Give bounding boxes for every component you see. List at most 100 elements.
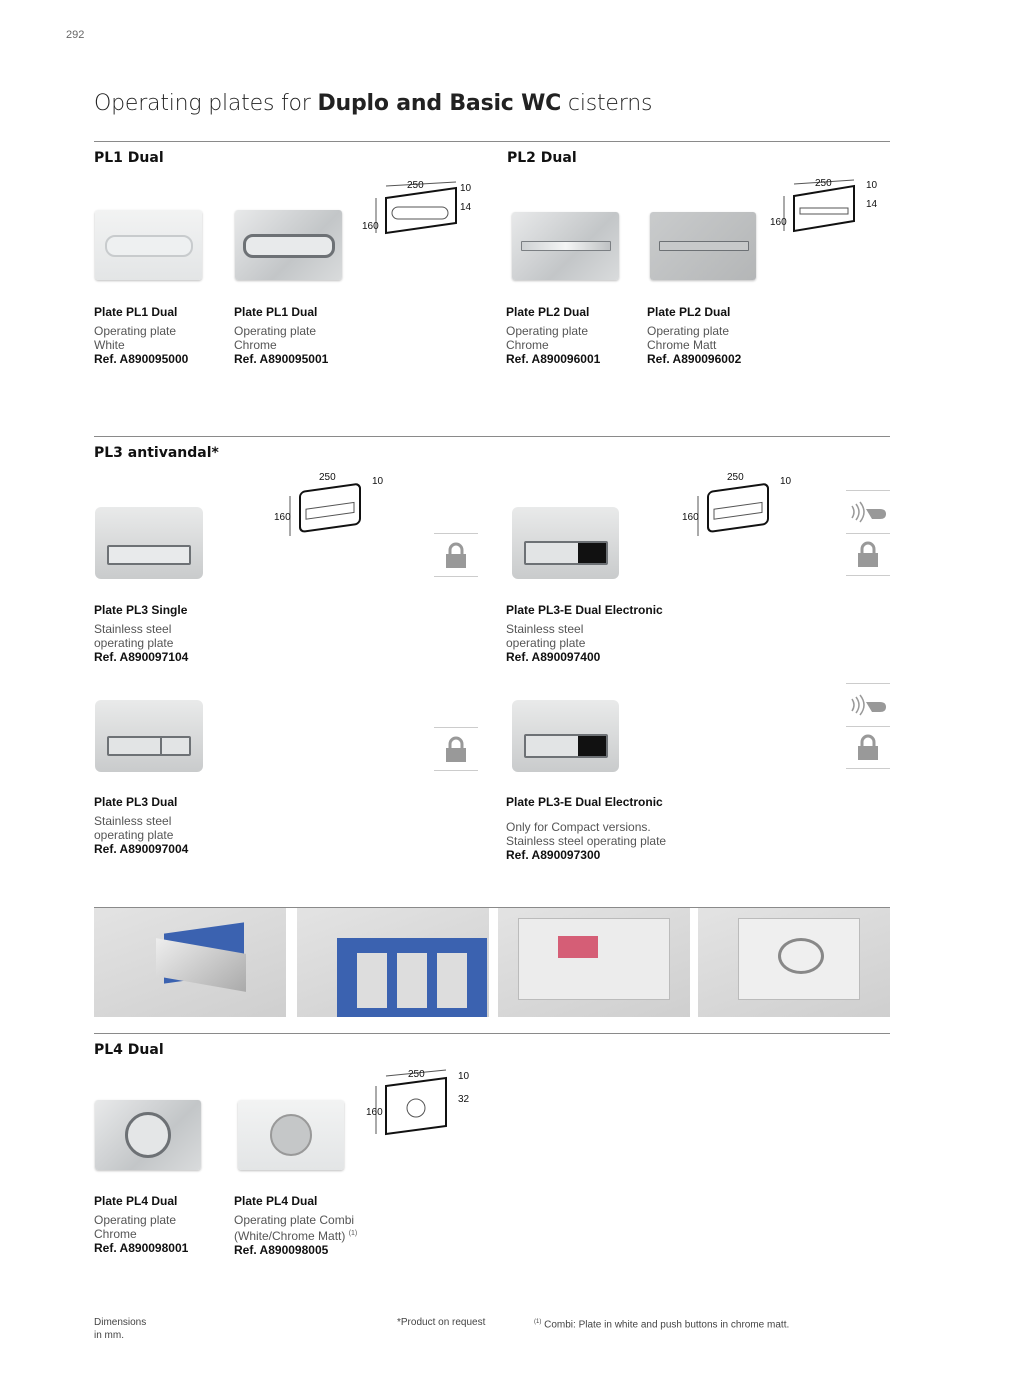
product-name: Plate PL3-E Dual Electronic: [506, 603, 663, 617]
padlock-icon: [846, 726, 890, 769]
dim-depth: 10: [460, 183, 472, 194]
footnote-text: Combi: Plate in white and push buttons i…: [541, 1319, 790, 1331]
footer-request-note: *Product on request: [397, 1317, 486, 1328]
product-finish: (White/Chrome Matt) (1): [234, 1227, 357, 1243]
product-finish: Chrome: [506, 338, 549, 352]
product-desc: Operating plate: [94, 324, 177, 338]
product-name: Plate PL4 Dual: [94, 1194, 178, 1208]
product-ref: Ref. A890097104: [94, 650, 189, 664]
footer-dimensions-note: Dimensions in mm.: [94, 1316, 146, 1342]
section-heading-pl1: PL1 Dual: [94, 150, 164, 166]
footer-dimensions-unit: in mm.: [94, 1330, 124, 1341]
dim-button: 14: [460, 202, 472, 213]
dim-depth: 10: [372, 476, 384, 487]
dim-depth: 10: [780, 476, 792, 487]
product-image-pl3-single: [95, 507, 203, 579]
product-name: Plate PL3-E Dual Electronic: [506, 795, 663, 809]
padlock-icon: [434, 727, 478, 771]
product-ref: Ref. A890096002: [647, 352, 742, 366]
product-name: Plate PL3 Single: [94, 603, 188, 617]
divider: [94, 436, 890, 437]
product-ref: Ref. A890095000: [94, 352, 189, 366]
dim-width: 250: [727, 472, 744, 483]
product-ref: Ref. A890098001: [94, 1241, 189, 1255]
installation-photo-4: [698, 908, 890, 1017]
page-title: Operating plates for Duplo and Basic WC …: [94, 91, 652, 116]
product-image-pl2-matt: [650, 212, 756, 280]
product-finish: Chrome Matt: [647, 338, 717, 352]
dimension-diagram-pl2: 250 160 10 14: [770, 178, 878, 233]
product-name: Plate PL1 Dual: [94, 305, 178, 319]
dimension-diagram-pl1: 250 160 10 14: [362, 180, 472, 235]
product-ref: Ref. A890097300: [506, 848, 601, 862]
dimension-diagram-pl3e: 250 160 10: [682, 472, 792, 536]
footer-combi-note: (1) Combi: Plate in white and push butto…: [534, 1316, 789, 1331]
sensor-hand-icon: [846, 490, 890, 534]
product-image-pl3e-compact: [512, 700, 619, 772]
product-image-pl4-chrome: [95, 1100, 201, 1170]
product-desc: Operating plate: [94, 1213, 177, 1227]
product-desc-2: operating plate: [94, 828, 174, 842]
product-finish: Chrome: [94, 1227, 137, 1241]
product-ref: Ref. A890096001: [506, 352, 601, 366]
dim-width: 250: [407, 180, 424, 191]
product-finish: White: [94, 338, 125, 352]
product-name: Plate PL2 Dual: [647, 305, 731, 319]
product-image-pl3e: [512, 507, 619, 579]
divider: [94, 907, 890, 908]
divider: [94, 141, 890, 142]
section-heading-pl2: PL2 Dual: [507, 150, 577, 166]
title-bold: Duplo and Basic WC: [317, 91, 562, 116]
dim-width: 250: [815, 178, 832, 189]
product-image-pl4-combi: [238, 1100, 344, 1170]
product-desc: Stainless steel: [94, 622, 172, 636]
section-heading-pl3: PL3 antivandal*: [94, 445, 219, 461]
dim-height: 160: [362, 221, 379, 232]
padlock-icon: [846, 533, 890, 576]
dim-depth: 10: [866, 180, 878, 191]
product-desc-2: operating plate: [94, 636, 174, 650]
section-heading-pl4: PL4 Dual: [94, 1042, 164, 1058]
product-desc: Operating plate: [506, 324, 589, 338]
dim-height: 160: [366, 1107, 383, 1118]
product-desc: Operating plate Combi: [234, 1213, 355, 1227]
page-number: 292: [66, 29, 85, 41]
product-desc-2: operating plate: [506, 636, 586, 650]
product-finish: Chrome: [234, 338, 277, 352]
product-ref: Ref. A890095001: [234, 352, 329, 366]
product-image-pl3-dual: [95, 700, 203, 772]
dim-depth: 10: [458, 1071, 470, 1082]
title-suffix: cisterns: [561, 91, 653, 116]
dim-height: 160: [770, 217, 787, 228]
product-desc: Stainless steel: [506, 622, 584, 636]
product-name: Plate PL2 Dual: [506, 305, 590, 319]
footer-dimensions: Dimensions: [94, 1317, 147, 1328]
product-desc-2: Stainless steel operating plate: [506, 834, 667, 848]
dim-button: 14: [866, 199, 878, 210]
product-ref: Ref. A890098005: [234, 1243, 329, 1257]
dim-width: 250: [408, 1069, 425, 1080]
product-ref: Ref. A890097004: [94, 842, 189, 856]
dim-button: 32: [458, 1094, 470, 1105]
product-name: Plate PL4 Dual: [234, 1194, 318, 1208]
dim-width: 250: [319, 472, 336, 483]
product-ref: Ref. A890097400: [506, 650, 601, 664]
product-desc: Stainless steel: [94, 814, 172, 828]
installation-photo-3: [498, 908, 690, 1017]
footnote-marker: (1): [348, 1230, 358, 1237]
product-image-pl2-chrome: [512, 212, 619, 280]
product-desc: Only for Compact versions.: [506, 820, 651, 834]
title-prefix: Operating plates for: [94, 91, 318, 116]
installation-photo-2: [297, 908, 489, 1017]
product-name: Plate PL3 Dual: [94, 795, 178, 809]
product-image-pl1-white: [95, 210, 202, 280]
